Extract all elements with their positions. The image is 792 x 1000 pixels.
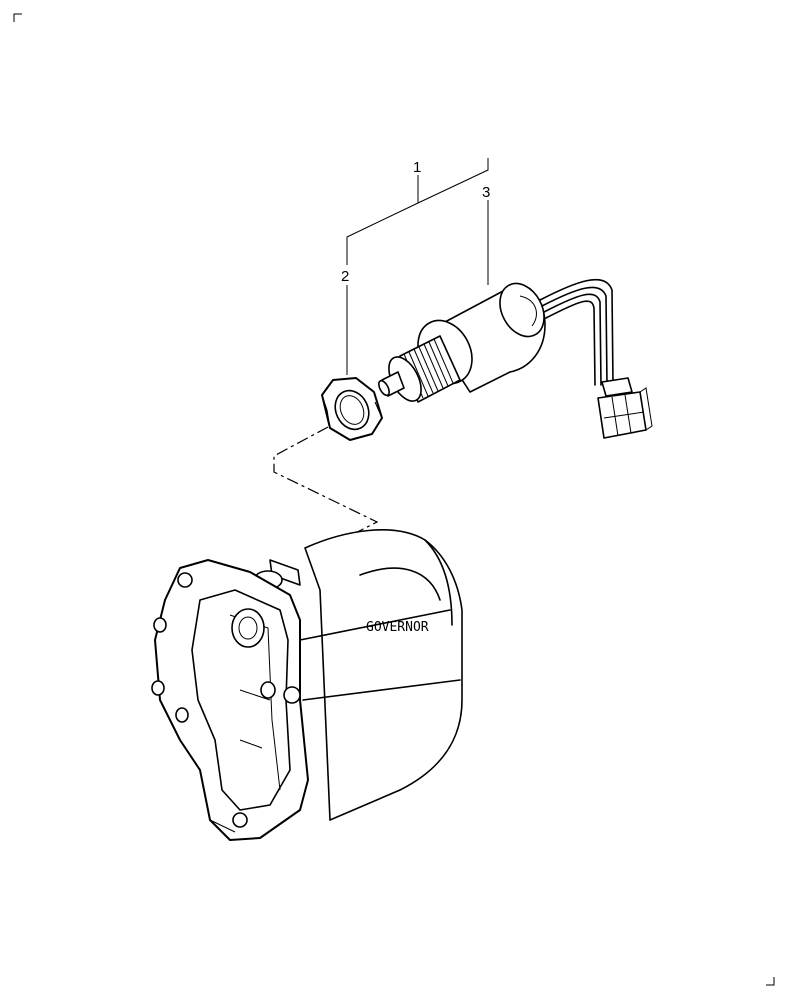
- hex-nut: [321, 377, 383, 441]
- stop-solenoid: [378, 278, 653, 439]
- governor-housing: [151, 529, 463, 841]
- callout-1: 1: [413, 159, 421, 176]
- callout-2: 2: [341, 268, 349, 285]
- flange-bolt-holes: [151, 572, 301, 828]
- corner-mark-top-left: [13, 13, 22, 22]
- governor-label: GOVERNOR: [366, 620, 429, 635]
- callout-leader-lines: [346, 158, 489, 375]
- corner-mark-bottom-right: [766, 977, 775, 986]
- callout-3: 3: [482, 184, 490, 201]
